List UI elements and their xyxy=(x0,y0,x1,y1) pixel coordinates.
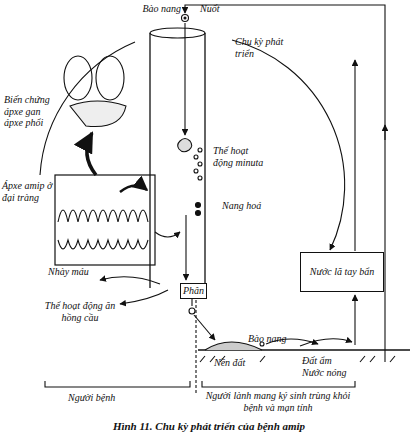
arrow xyxy=(191,298,192,306)
amoeba-symbol xyxy=(178,139,192,152)
arrow xyxy=(87,133,96,175)
arrow xyxy=(100,277,160,284)
cycle-arc xyxy=(232,40,345,250)
cycle-arc xyxy=(40,42,135,175)
text-label: Thể hoạt động ăn hồng cầu xyxy=(40,300,120,323)
text-label: Người lành mang ký sinh trùng khỏi bệnh … xyxy=(203,390,353,413)
lung-symbol xyxy=(96,56,124,100)
bracket xyxy=(202,381,355,387)
text-label: Nền đất xyxy=(214,357,262,369)
cyst-nucleus xyxy=(184,17,186,19)
minuta-symbol xyxy=(198,176,202,180)
colon-villi xyxy=(58,210,148,222)
text-label: Thể hoạt động minuta xyxy=(213,145,269,168)
minuta-symbol xyxy=(198,162,202,166)
liver-symbol xyxy=(70,101,126,127)
text-label: Ápxe amip ở đại tràng xyxy=(2,180,54,203)
text-label: Người bệnh xyxy=(68,392,138,404)
colon-section xyxy=(55,175,155,265)
arrow xyxy=(300,339,352,346)
intestine-top xyxy=(150,28,205,38)
lung-symbol xyxy=(64,56,92,100)
box-text: Phân xyxy=(183,285,204,297)
arrow xyxy=(354,60,355,251)
arrow xyxy=(354,295,355,345)
text-label: Chu kỳ phát triển xyxy=(235,36,287,59)
text-label: Nuốt xyxy=(200,3,232,15)
text-label: Đất ẩm Nước nóng xyxy=(302,355,354,378)
text-label: Nhày máu xyxy=(48,266,100,278)
text-label: Biến chứng ápxe gan ápxe phổi xyxy=(4,94,56,129)
arrow xyxy=(384,125,385,140)
minuta-symbol xyxy=(198,148,202,152)
text-box: Nước lã tay bẩn xyxy=(300,252,384,292)
minuta-symbol xyxy=(194,155,198,159)
text-label: Bào nang xyxy=(133,3,181,15)
text-label: Nang hoá xyxy=(222,200,267,212)
cyst-symbol xyxy=(196,203,201,208)
caption: Hình 11. Chu kỳ phát triển của bệnh amip xyxy=(0,420,418,432)
arrow xyxy=(184,23,185,135)
arrow xyxy=(194,315,215,340)
arrow xyxy=(120,185,147,192)
text-box: Phân xyxy=(180,283,207,299)
bracket xyxy=(45,381,190,387)
divider xyxy=(195,300,196,395)
minuta-symbol xyxy=(194,169,198,173)
cyst-symbol xyxy=(182,15,189,22)
text-label: Bào nang xyxy=(248,333,298,345)
return-line xyxy=(185,5,385,362)
intestine-tube xyxy=(150,33,205,288)
arrow xyxy=(185,215,186,280)
cyst-symbol xyxy=(196,211,201,216)
box-text: Nước lã tay bẩn xyxy=(310,266,374,278)
colon-villi xyxy=(58,240,148,249)
cyst-symbol xyxy=(189,308,195,314)
arrow xyxy=(120,290,168,304)
arrow xyxy=(155,232,180,237)
